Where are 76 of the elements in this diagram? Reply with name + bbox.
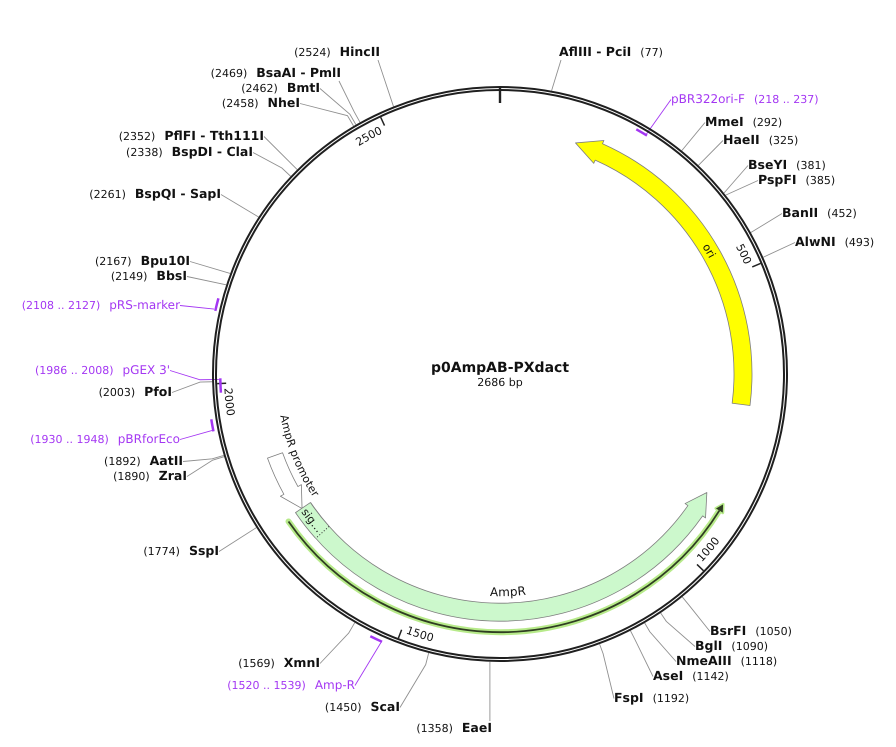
leader-line [186,456,225,477]
restriction-site-label: (1892) AatII [104,454,183,469]
restriction-site-label: (2338) BspDI - ClaI [126,145,253,160]
restriction-site-label: BseYI (381) [748,158,826,173]
restriction-site-label: (1890) ZraI [113,469,187,484]
primer-label: pBR322ori-F (218 .. 237) [671,92,818,107]
scale-label: 1500 [404,623,436,644]
feature-label: ori [700,241,719,260]
restriction-site-label: BsrFI (1050) [710,624,792,639]
leader-line [489,661,490,722]
restriction-site-label: (2462) BmtI [241,81,320,96]
restriction-site-label: (2149) BbsI [110,269,187,284]
leader-line [378,60,394,107]
restriction-site-label: MmeI (292) [705,115,782,130]
restriction-site-label: (1450) ScaI [324,700,400,715]
restriction-site-label: (2524) HincII [294,45,380,60]
restriction-site-label: (2003) PfoI [98,385,172,400]
primer-binding-mark [210,418,215,433]
leader-line [644,622,676,662]
leader-line [182,454,224,462]
leader-line [338,80,360,123]
leader-line [681,122,706,152]
restriction-site-label: (2469) BsaAI - PmlI [210,66,341,81]
primer-label: (2108 .. 2127) pRS-marker [22,298,180,313]
plasmid-size: 2686 bp [477,376,523,390]
restriction-site-label: (2167) Bpu10I [95,254,190,269]
restriction-site-label: HaeII (325) [723,133,798,148]
primer-label: (1930 .. 1948) pBRforEco [30,432,180,447]
primer-label: (1986 .. 2008) pGEX 3' [34,363,170,378]
leader-line [300,103,354,126]
leader-line [724,165,748,194]
leader-line [630,630,654,677]
leader-line [660,612,696,647]
leader-line [320,88,356,126]
leader-line [320,622,356,664]
leader-line [252,152,292,177]
restriction-site-label: PspFI (385) [758,173,836,188]
leader-line [682,596,710,632]
restriction-site-label: (2352) PflFI - Tth111I [118,129,264,144]
leader-line [172,381,213,393]
leader-line [762,242,796,258]
leader-line [725,180,758,196]
leader-line [264,136,298,170]
leader-line [646,99,672,134]
restriction-site-label: AseI (1142) [653,669,729,684]
restriction-site-label: NmeAIII (1118) [676,654,778,669]
leader-line [190,261,231,274]
plasmid-name: p0AmpAB-PXdact [430,359,570,377]
primer-label: (1520 .. 1539) Amp-R [227,678,355,693]
restriction-site-label: FspI (1192) [614,691,690,706]
primer-binding-mark [369,634,384,643]
leader-line [750,213,782,233]
primer-binding-mark [635,128,649,138]
leader-line [551,60,562,92]
leader-line [170,370,220,380]
feature-segment [294,501,331,540]
leader-line [220,194,260,218]
restriction-site-label: (2261) BspQI - SapI [89,187,221,202]
leader-line [400,652,430,708]
leader-line [599,644,614,699]
leader-line [698,140,724,166]
feature-label: AmpR [489,584,526,600]
leader-line [218,527,257,552]
leader-line [354,642,382,686]
restriction-site-label: AflIII - PciI (77) [559,45,663,60]
leader-line [180,305,214,310]
restriction-site-label: (1569) XmnI [238,656,320,671]
leader-line [186,276,227,286]
restriction-site-label: AlwNI (493) [795,235,874,250]
restriction-site-label: (1358) EaeI [416,721,492,736]
restriction-site-label: BglI (1090) [695,639,768,654]
restriction-site-label: (1774) SspI [143,544,219,559]
restriction-site-label: BanII (452) [782,206,857,221]
restriction-site-label: (2458) NheI [222,96,300,111]
primer-binding-mark [218,376,222,394]
primer-binding-mark [214,296,220,312]
